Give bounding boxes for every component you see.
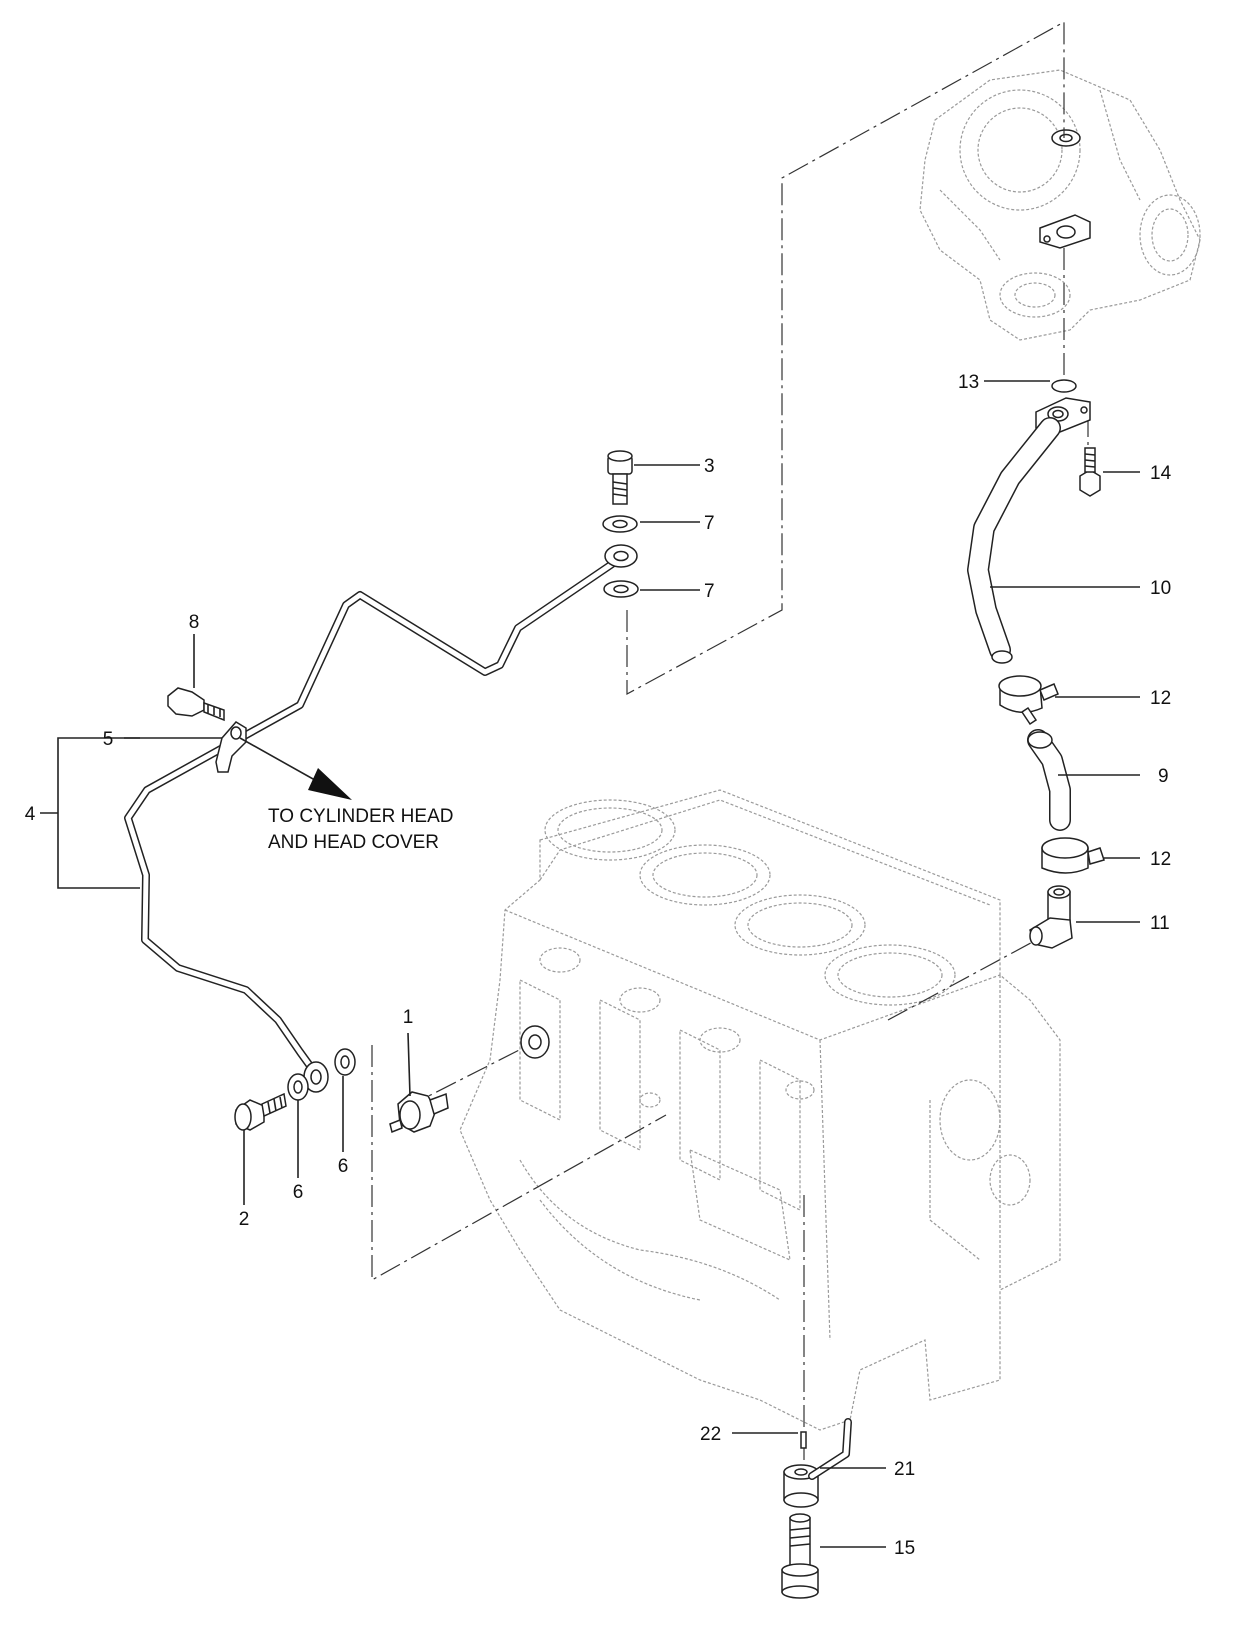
callout-4: 4 xyxy=(25,804,36,825)
callout-9: 9 xyxy=(1158,766,1169,787)
flange-bolt xyxy=(1079,447,1101,497)
sealing-washer-upper-a xyxy=(602,515,638,533)
spring-pin xyxy=(800,1431,807,1449)
clamp-bolt xyxy=(167,687,225,722)
banjo-bolt-lower xyxy=(234,1092,287,1131)
oil-pressure-switch xyxy=(389,1091,449,1134)
elbow-fitting xyxy=(1029,885,1073,949)
callout-6-left: 6 xyxy=(293,1182,304,1203)
piston-cooling-jet xyxy=(783,1418,852,1508)
direction-arrow xyxy=(239,737,352,800)
banjo-bolt-upper xyxy=(607,450,633,505)
callout-15: 15 xyxy=(894,1538,915,1559)
turbo-oil-ports xyxy=(1039,129,1091,249)
callout-3: 3 xyxy=(704,456,715,477)
callout-1: 1 xyxy=(403,1007,414,1028)
block-oil-port xyxy=(520,1025,550,1059)
note-line-1: TO CYLINDER HEAD xyxy=(268,806,453,827)
relief-valve-bolt xyxy=(781,1513,819,1599)
oil-pipe-assembly xyxy=(124,556,622,1074)
callout-12-lower: 12 xyxy=(1150,849,1171,870)
note-line-2: AND HEAD COVER xyxy=(268,832,439,853)
callout-10: 10 xyxy=(1150,578,1171,599)
callout-14: 14 xyxy=(1150,463,1172,484)
callout-5: 5 xyxy=(103,729,114,750)
turbocharger-outline xyxy=(919,69,1201,341)
lower-banjo-fitting xyxy=(303,1061,329,1093)
o-ring xyxy=(1051,379,1077,393)
callout-21: 21 xyxy=(894,1459,915,1480)
sealing-washer-lower-b xyxy=(334,1048,356,1076)
pipe-clamp xyxy=(215,721,247,773)
callout-7-upper: 7 xyxy=(704,513,715,534)
leader-lines xyxy=(40,380,1140,1548)
upper-banjo-fitting xyxy=(604,544,638,568)
callout-2: 2 xyxy=(239,1209,250,1230)
return-pipe xyxy=(967,417,1061,664)
callout-11: 11 xyxy=(1150,913,1170,934)
callout-7-lower: 7 xyxy=(704,581,715,602)
callout-6-right: 6 xyxy=(338,1156,349,1177)
sealing-washer-upper-b xyxy=(603,580,639,598)
hose-clamp-upper xyxy=(998,675,1059,726)
engine-block-outline xyxy=(459,789,1061,1431)
assembly-centerlines xyxy=(371,20,1089,1460)
sealing-washer-lower-a xyxy=(287,1073,309,1101)
callout-8: 8 xyxy=(189,612,200,633)
callout-12-upper: 12 xyxy=(1150,688,1171,709)
callout-labels: 1 2 3 4 5 6 6 7 7 8 9 10 11 12 12 13 14 … xyxy=(25,372,1172,1559)
hose-clamp-lower xyxy=(1041,837,1105,874)
callout-13: 13 xyxy=(958,372,979,393)
rubber-hose xyxy=(1027,729,1071,831)
callout-22: 22 xyxy=(700,1424,721,1445)
